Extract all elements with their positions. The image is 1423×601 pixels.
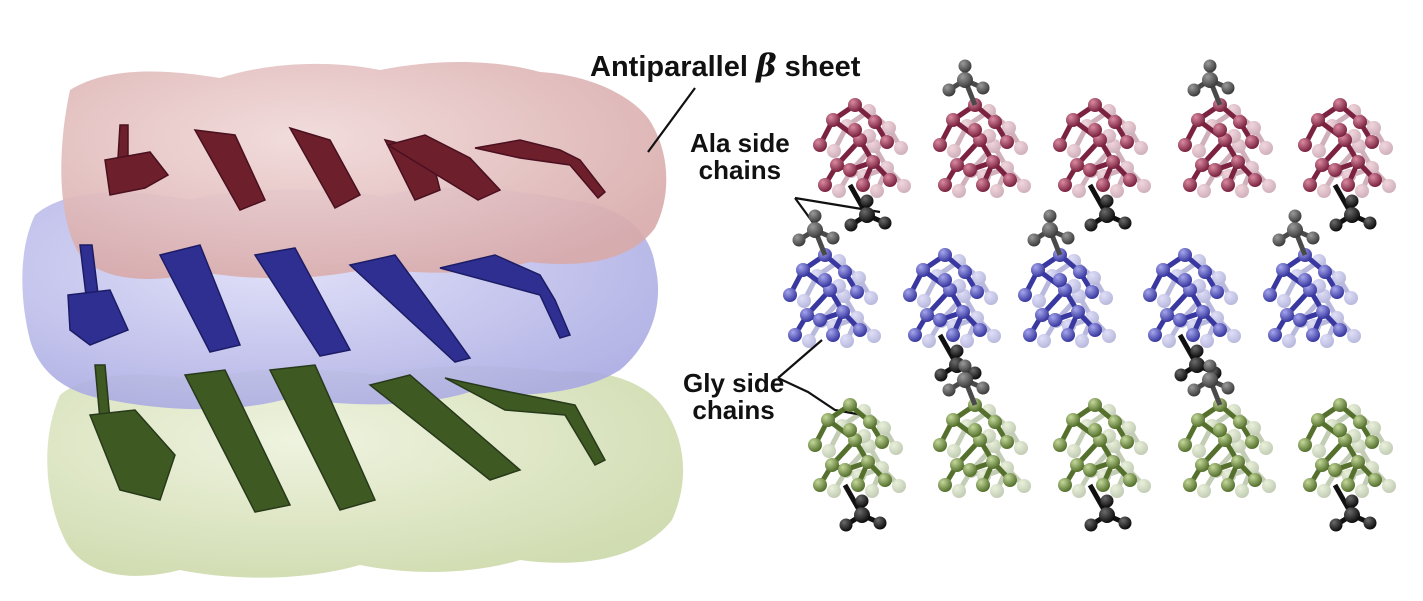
side-chain-cap	[1329, 183, 1377, 232]
beta-symbol: β	[756, 48, 777, 84]
side-chain-cap	[934, 333, 982, 382]
side-chain-cap	[1084, 183, 1132, 232]
ala-label-line-1: Ala side	[690, 128, 790, 158]
gly-label-line-2: chains	[692, 395, 775, 426]
side-chain-cap	[1187, 359, 1235, 406]
middle-layer-molecule	[1018, 209, 1116, 348]
top-layer-molecule	[813, 98, 911, 232]
top-layer-molecule	[1178, 59, 1276, 198]
protein-surface-stack	[22, 62, 684, 578]
side-chain-cap	[844, 183, 892, 232]
bottom-layer-molecule	[1298, 398, 1396, 532]
ala-label-line-2: chains	[698, 155, 782, 186]
antiparallel-pointer-line	[647, 87, 696, 153]
gly-label-line-1: Gly side	[683, 368, 785, 398]
middle-layer-molecule	[1263, 209, 1361, 348]
gly-pointer-line-2	[777, 339, 823, 379]
bottom-layer-molecule	[1178, 359, 1276, 498]
bottom-layer-molecule	[1053, 398, 1151, 532]
top-layer-molecule	[1053, 98, 1151, 232]
side-chain-cap	[1187, 59, 1235, 106]
side-chain-cap	[792, 209, 840, 256]
side-chain-cap	[1084, 483, 1132, 532]
side-chain-cap	[839, 483, 887, 532]
gly-pointer-line	[777, 377, 863, 417]
side-chain-cap	[1027, 209, 1075, 256]
side-chain-cap	[942, 59, 990, 106]
sheet-word: sheet	[784, 51, 861, 83]
top-layer-molecule	[1298, 98, 1396, 232]
bottom-layer-molecule	[808, 398, 906, 532]
middle-layer-molecule	[1143, 248, 1241, 382]
side-chain-cap	[942, 359, 990, 406]
ala-side-chains-label: Ala side chains	[690, 128, 790, 186]
middle-layer-molecule	[903, 248, 1001, 382]
middle-beta-strands	[67, 244, 572, 363]
top-layer-surface	[61, 62, 667, 279]
antiparallel-word: Antiparallel	[590, 51, 748, 83]
bottom-layer-surface	[47, 366, 684, 578]
ball-and-stick-molecule-grid	[783, 59, 1396, 532]
side-chain-cap	[1272, 209, 1320, 256]
top-beta-strands	[104, 124, 607, 211]
middle-layer-molecule	[783, 209, 881, 348]
gly-side-chains-label: Gly side chains	[683, 368, 785, 426]
antiparallel-beta-sheet-label: Antiparallel β sheet	[590, 50, 860, 83]
side-chain-cap	[1329, 483, 1377, 532]
top-layer-molecule	[933, 59, 1031, 198]
side-chain-cap	[1174, 333, 1222, 382]
bottom-beta-strands	[88, 364, 607, 513]
bottom-layer-molecule	[933, 359, 1031, 498]
